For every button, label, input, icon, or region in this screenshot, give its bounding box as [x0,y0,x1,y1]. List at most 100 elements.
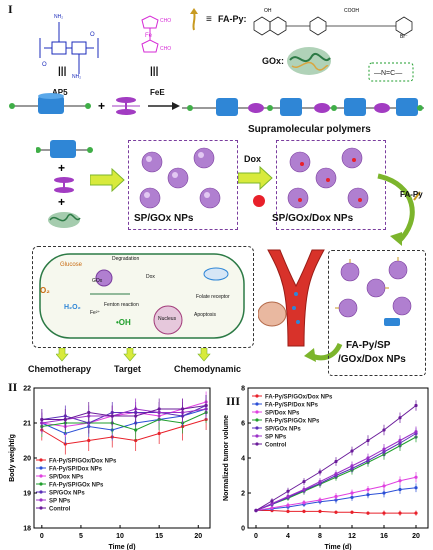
sp-gox-nanoparticles [139,147,221,209]
dox-label: Dox [244,154,262,164]
y-axis-label: Body weight/g [9,434,16,482]
cell-label-degradation: Degradation [112,256,140,262]
fapy-arrow-icon [190,8,198,31]
fapy-structure: OH COOH Br⁻ [253,8,413,40]
data-point [414,430,418,434]
data-point [302,501,306,505]
legend-marker [255,418,259,422]
cell-label-fenton: Fenton reaction [104,302,139,308]
data-point [398,487,402,492]
x-tick-label: 12 [348,533,356,540]
data-point [334,472,338,476]
data-point [157,431,161,436]
legend-label: Control [49,506,71,512]
ap5-structure: NH₂ NH₂ O O [39,14,99,80]
legend-marker [39,482,43,486]
data-point [398,511,402,515]
data-point [254,508,258,513]
cell-label-dox: Dox [146,274,155,280]
panel-ii-label: II [8,380,18,394]
x-tick-label: 5 [79,533,83,540]
data-point [63,417,67,422]
legend-label: FA-Py/SP/GOx NPs [265,418,320,424]
data-point [270,499,274,503]
legend-label: SP/Dox NPs [265,410,300,416]
sp-gox-dox-nanoparticles [287,147,369,209]
fee-label: FeE [150,88,165,97]
outcome-chemodynamic: Chemodynamic [174,364,242,374]
isonitrile-box: —N=C— [368,62,414,82]
data-point [134,414,138,418]
data-point [366,487,370,492]
fapy-curved-arrow [377,173,421,246]
legend-label: SP NPs [265,434,287,440]
data-point [334,459,338,464]
x-tick-label: 8 [318,533,322,540]
data-point [204,403,208,408]
series-line [41,419,207,445]
y-tick-label: 2 [241,491,245,498]
data-point [366,493,370,497]
data-point [382,511,386,515]
data-point [334,510,338,514]
legend-marker [255,434,259,438]
data-point [398,438,402,443]
legend-marker [255,442,259,446]
fapy-arrow-label: FA-Py [400,190,423,199]
data-point [382,428,386,432]
data-point [366,456,370,460]
cell-label-o2: O₂ [40,286,50,295]
cell-label-glucose: Glucose [60,262,83,268]
svg-text:OH: OH [264,8,272,14]
svg-text:NH₂: NH₂ [54,14,63,20]
y-tick-label: 18 [23,526,31,533]
x-axis-label: Time (d) [108,544,135,550]
blood-vessel [258,249,325,347]
panel-i-label: I [8,2,13,16]
final-np-label-2: /GOx/Dox NPs [338,354,406,365]
y-tick-label: 6 [241,421,245,428]
y-tick-label: 8 [241,386,245,393]
x-tick-label: 20 [412,533,420,540]
ap5-label: AP5 [52,88,68,97]
dox-dot-icon [253,195,265,207]
data-point [350,495,354,499]
data-point [318,470,322,474]
data-point [270,506,274,510]
svg-text:CHO: CHO [160,46,171,52]
x-tick-label: 10 [116,533,124,540]
data-point [302,509,306,513]
arrow-dox [238,166,273,190]
outcome-target: Target [114,364,141,374]
legend-marker [39,506,43,510]
arrow-return [304,342,343,362]
data-point [286,489,290,493]
y-tick-label: 4 [241,456,245,463]
outcome-chemotherapy: Chemotherapy [28,364,92,374]
data-point [414,403,418,408]
data-point [318,498,322,502]
sp-gox-label: SP/GOx NPs [134,213,194,224]
data-point [110,414,114,418]
data-point [134,428,138,432]
legend-marker [39,466,43,470]
data-point [318,509,322,513]
equivalence-marks-ap5: ||| [58,66,67,77]
data-point [414,511,418,515]
gox-label: GOx: [262,56,285,66]
svg-text:—N=C—: —N=C— [374,70,402,77]
data-point [382,491,386,495]
x-tick-label: 0 [40,533,44,540]
data-point [382,484,386,488]
data-point [350,464,354,468]
data-point [286,494,290,499]
data-point [350,510,354,514]
legend-marker [255,410,259,414]
cell-label-nucleus: Nucleus [158,316,177,322]
x-tick-label: 15 [155,533,163,540]
cell-label-folate: Folate receptor [196,294,230,300]
legend-label: SP/GOx NPs [49,490,85,496]
svg-text:CHO: CHO [160,18,171,24]
y-tick-label: 0 [241,526,245,533]
